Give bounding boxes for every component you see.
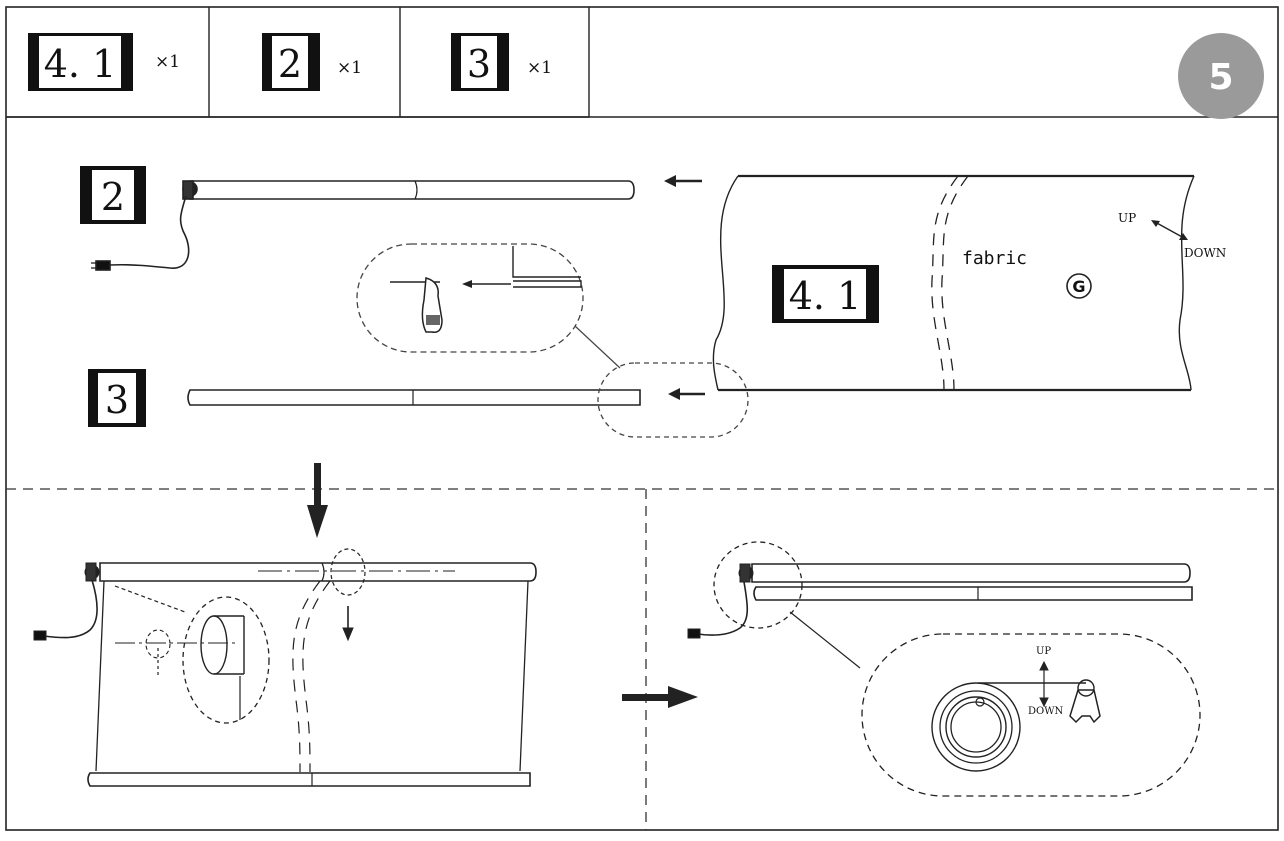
detail-up-label: UP [1036, 646, 1051, 657]
step-number: 5 [1208, 57, 1233, 98]
part-3-tag: 3 [88, 369, 146, 427]
power-plug-icon [33, 630, 47, 641]
step-badge: 5 [1178, 33, 1264, 119]
parts-table: 4. 1 ×1 2 ×1 3 ×1 [6, 7, 1278, 118]
parts-cell-bottom-bar: 3 ×1 [451, 33, 552, 91]
part-quantity: ×1 [155, 52, 180, 72]
part-label: 3 [467, 42, 491, 86]
assembled-screen-rolled [687, 541, 1201, 797]
power-plug-icon [95, 260, 111, 271]
fabric-insert-detail [356, 243, 584, 353]
parts-cell-tube-roller: 2 ×1 [262, 33, 362, 91]
part-2-tag: 2 [80, 166, 146, 224]
bottom-bar-label: 3 [105, 378, 129, 422]
part-4-1-tag: 4. 1 [772, 265, 879, 323]
right-arrow-icon [622, 686, 698, 708]
tube-roller [91, 180, 635, 271]
detail-down-label: DOWN [1028, 706, 1063, 717]
insert-arrow-top [664, 175, 702, 187]
up-down-arrow-icon [1151, 220, 1188, 240]
part-quantity: ×1 [527, 58, 552, 78]
fabric-part-label: 4. 1 [789, 274, 862, 318]
part-quantity: ×1 [337, 58, 362, 78]
bottom-bar [187, 389, 641, 406]
bar-end-callout [597, 362, 749, 438]
down-label: DOWN [1184, 246, 1226, 260]
parts-cell-fabric: 4. 1 ×1 [28, 33, 180, 91]
insert-arrow-bottom [668, 388, 705, 400]
power-plug-icon [687, 628, 701, 639]
down-arrow-icon [307, 463, 328, 538]
fabric-mark: G [1072, 277, 1085, 296]
fabric-mark-icon: G [1066, 273, 1092, 299]
sheet-border [5, 6, 1279, 831]
fabric-label: fabric [962, 248, 1027, 269]
assembled-screen-left [33, 548, 537, 787]
part-label: 2 [278, 42, 302, 86]
tube-roller-label: 2 [101, 175, 125, 219]
fabric-sheet [712, 174, 1195, 392]
up-label: UP [1118, 211, 1136, 225]
part-label: 4. 1 [44, 42, 117, 86]
